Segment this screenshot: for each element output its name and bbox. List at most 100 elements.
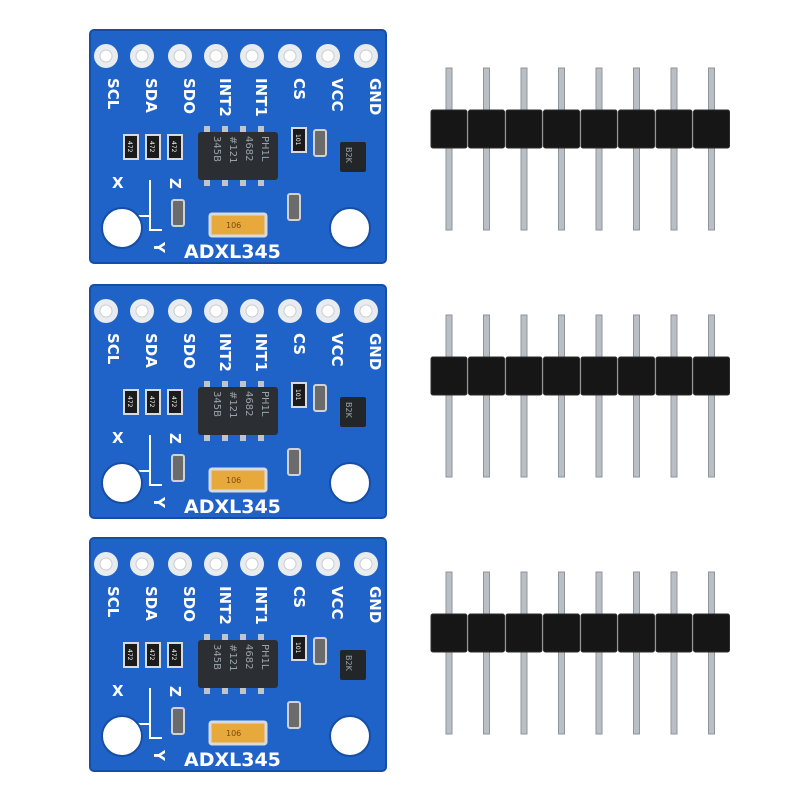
pad-hole <box>283 557 297 571</box>
axis-arrow <box>149 471 162 486</box>
mounting-hole <box>329 462 371 504</box>
chip-pin <box>240 688 246 694</box>
header-pin <box>558 314 565 478</box>
mounting-hole <box>329 207 371 249</box>
axis-label-y: Y <box>150 241 168 254</box>
pad-hole <box>245 557 259 571</box>
pin-label-int1: INT1 <box>252 78 270 117</box>
chip-pin <box>240 381 246 387</box>
pad-hole <box>359 49 373 63</box>
header-housing <box>618 109 655 149</box>
pad-hole <box>283 304 297 318</box>
header-pin <box>633 571 640 735</box>
chip-marking: PH1L <box>259 136 270 162</box>
smd-resistor <box>291 382 307 408</box>
chip-marking: #121 <box>227 644 238 671</box>
chip-pin <box>258 688 264 694</box>
chip-pin <box>222 126 228 132</box>
header-housing <box>655 613 693 653</box>
header-housing <box>505 356 543 396</box>
chip-marking: PH1L <box>259 644 270 670</box>
header-pin <box>633 67 640 231</box>
pin-label-cs: CS <box>290 78 308 100</box>
tantalum-capacitor <box>208 467 268 493</box>
header-housing <box>655 109 693 149</box>
pin-label-cs: CS <box>290 586 308 608</box>
axis-arrow <box>149 216 162 231</box>
pin-label-sda: SDA <box>142 333 160 368</box>
smd-resistor <box>123 134 139 160</box>
axis-label-z: Z <box>166 178 184 189</box>
board-model-label: ADXL345 <box>184 241 281 263</box>
chip-pin <box>204 126 210 132</box>
header-housing <box>618 613 655 653</box>
chip-pin <box>240 634 246 640</box>
pin-label-vcc: VCC <box>328 78 346 112</box>
regulator-label: B2K <box>344 147 353 164</box>
header-housing <box>693 356 730 396</box>
header-housing <box>543 613 580 653</box>
mounting-hole <box>329 715 371 757</box>
smd-resistor <box>145 389 161 415</box>
header-housing <box>430 356 468 396</box>
voltage-regulator <box>340 650 366 680</box>
chip-pin <box>222 435 228 441</box>
chip-pin <box>240 435 246 441</box>
chip-pin <box>204 180 210 186</box>
smd-resistor <box>123 642 139 668</box>
header-pin <box>520 571 528 735</box>
resistor-label: 472 <box>170 396 177 408</box>
axis-label-y: Y <box>150 749 168 762</box>
chip-pin <box>258 180 264 186</box>
header-pin <box>520 67 528 231</box>
axis-label-x: X <box>112 682 124 700</box>
smd-resistor <box>145 134 161 160</box>
resistor-label: 472 <box>148 396 155 408</box>
pin-label-int2: INT2 <box>216 78 234 117</box>
resistor-label: 472 <box>170 141 177 153</box>
smd-capacitor <box>313 637 327 665</box>
header-housing <box>693 613 730 653</box>
header-housing <box>618 356 655 396</box>
axis-label-z: Z <box>166 433 184 444</box>
regulator-label: B2K <box>344 402 353 419</box>
pin-header-1 <box>430 67 730 231</box>
chip-pin <box>204 688 210 694</box>
header-housing <box>543 109 580 149</box>
header-pin <box>670 571 678 735</box>
header-pin <box>595 314 603 478</box>
chip-marking: #121 <box>227 136 238 163</box>
smd-capacitor <box>313 129 327 157</box>
pad-hole <box>99 557 113 571</box>
pin-label-gnd: GND <box>366 333 384 370</box>
header-housing <box>580 109 618 149</box>
resistor-label: 101 <box>294 389 301 401</box>
voltage-regulator <box>340 397 366 427</box>
pin-label-scl: SCL <box>104 586 122 618</box>
pin-header-2 <box>430 314 730 478</box>
smd-capacitor <box>287 448 301 476</box>
resistor-label: 472 <box>148 141 155 153</box>
pad-hole <box>321 304 335 318</box>
pin-label-sdo: SDO <box>180 333 198 369</box>
pad-hole <box>283 49 297 63</box>
pin-label-sda: SDA <box>142 586 160 621</box>
pad-hole <box>135 304 149 318</box>
chip-marking: 4682 <box>243 644 254 669</box>
pad-hole <box>99 49 113 63</box>
chip-marking: 345B <box>211 644 222 670</box>
header-pin <box>520 314 528 478</box>
smd-capacitor <box>171 454 185 482</box>
pad-hole <box>245 304 259 318</box>
adxl345-chip <box>198 387 278 435</box>
header-housing <box>693 109 730 149</box>
header-housing <box>468 613 505 653</box>
pin-label-gnd: GND <box>366 78 384 115</box>
chip-marking: 4682 <box>243 391 254 416</box>
mounting-hole <box>101 207 143 249</box>
header-housing <box>580 613 618 653</box>
